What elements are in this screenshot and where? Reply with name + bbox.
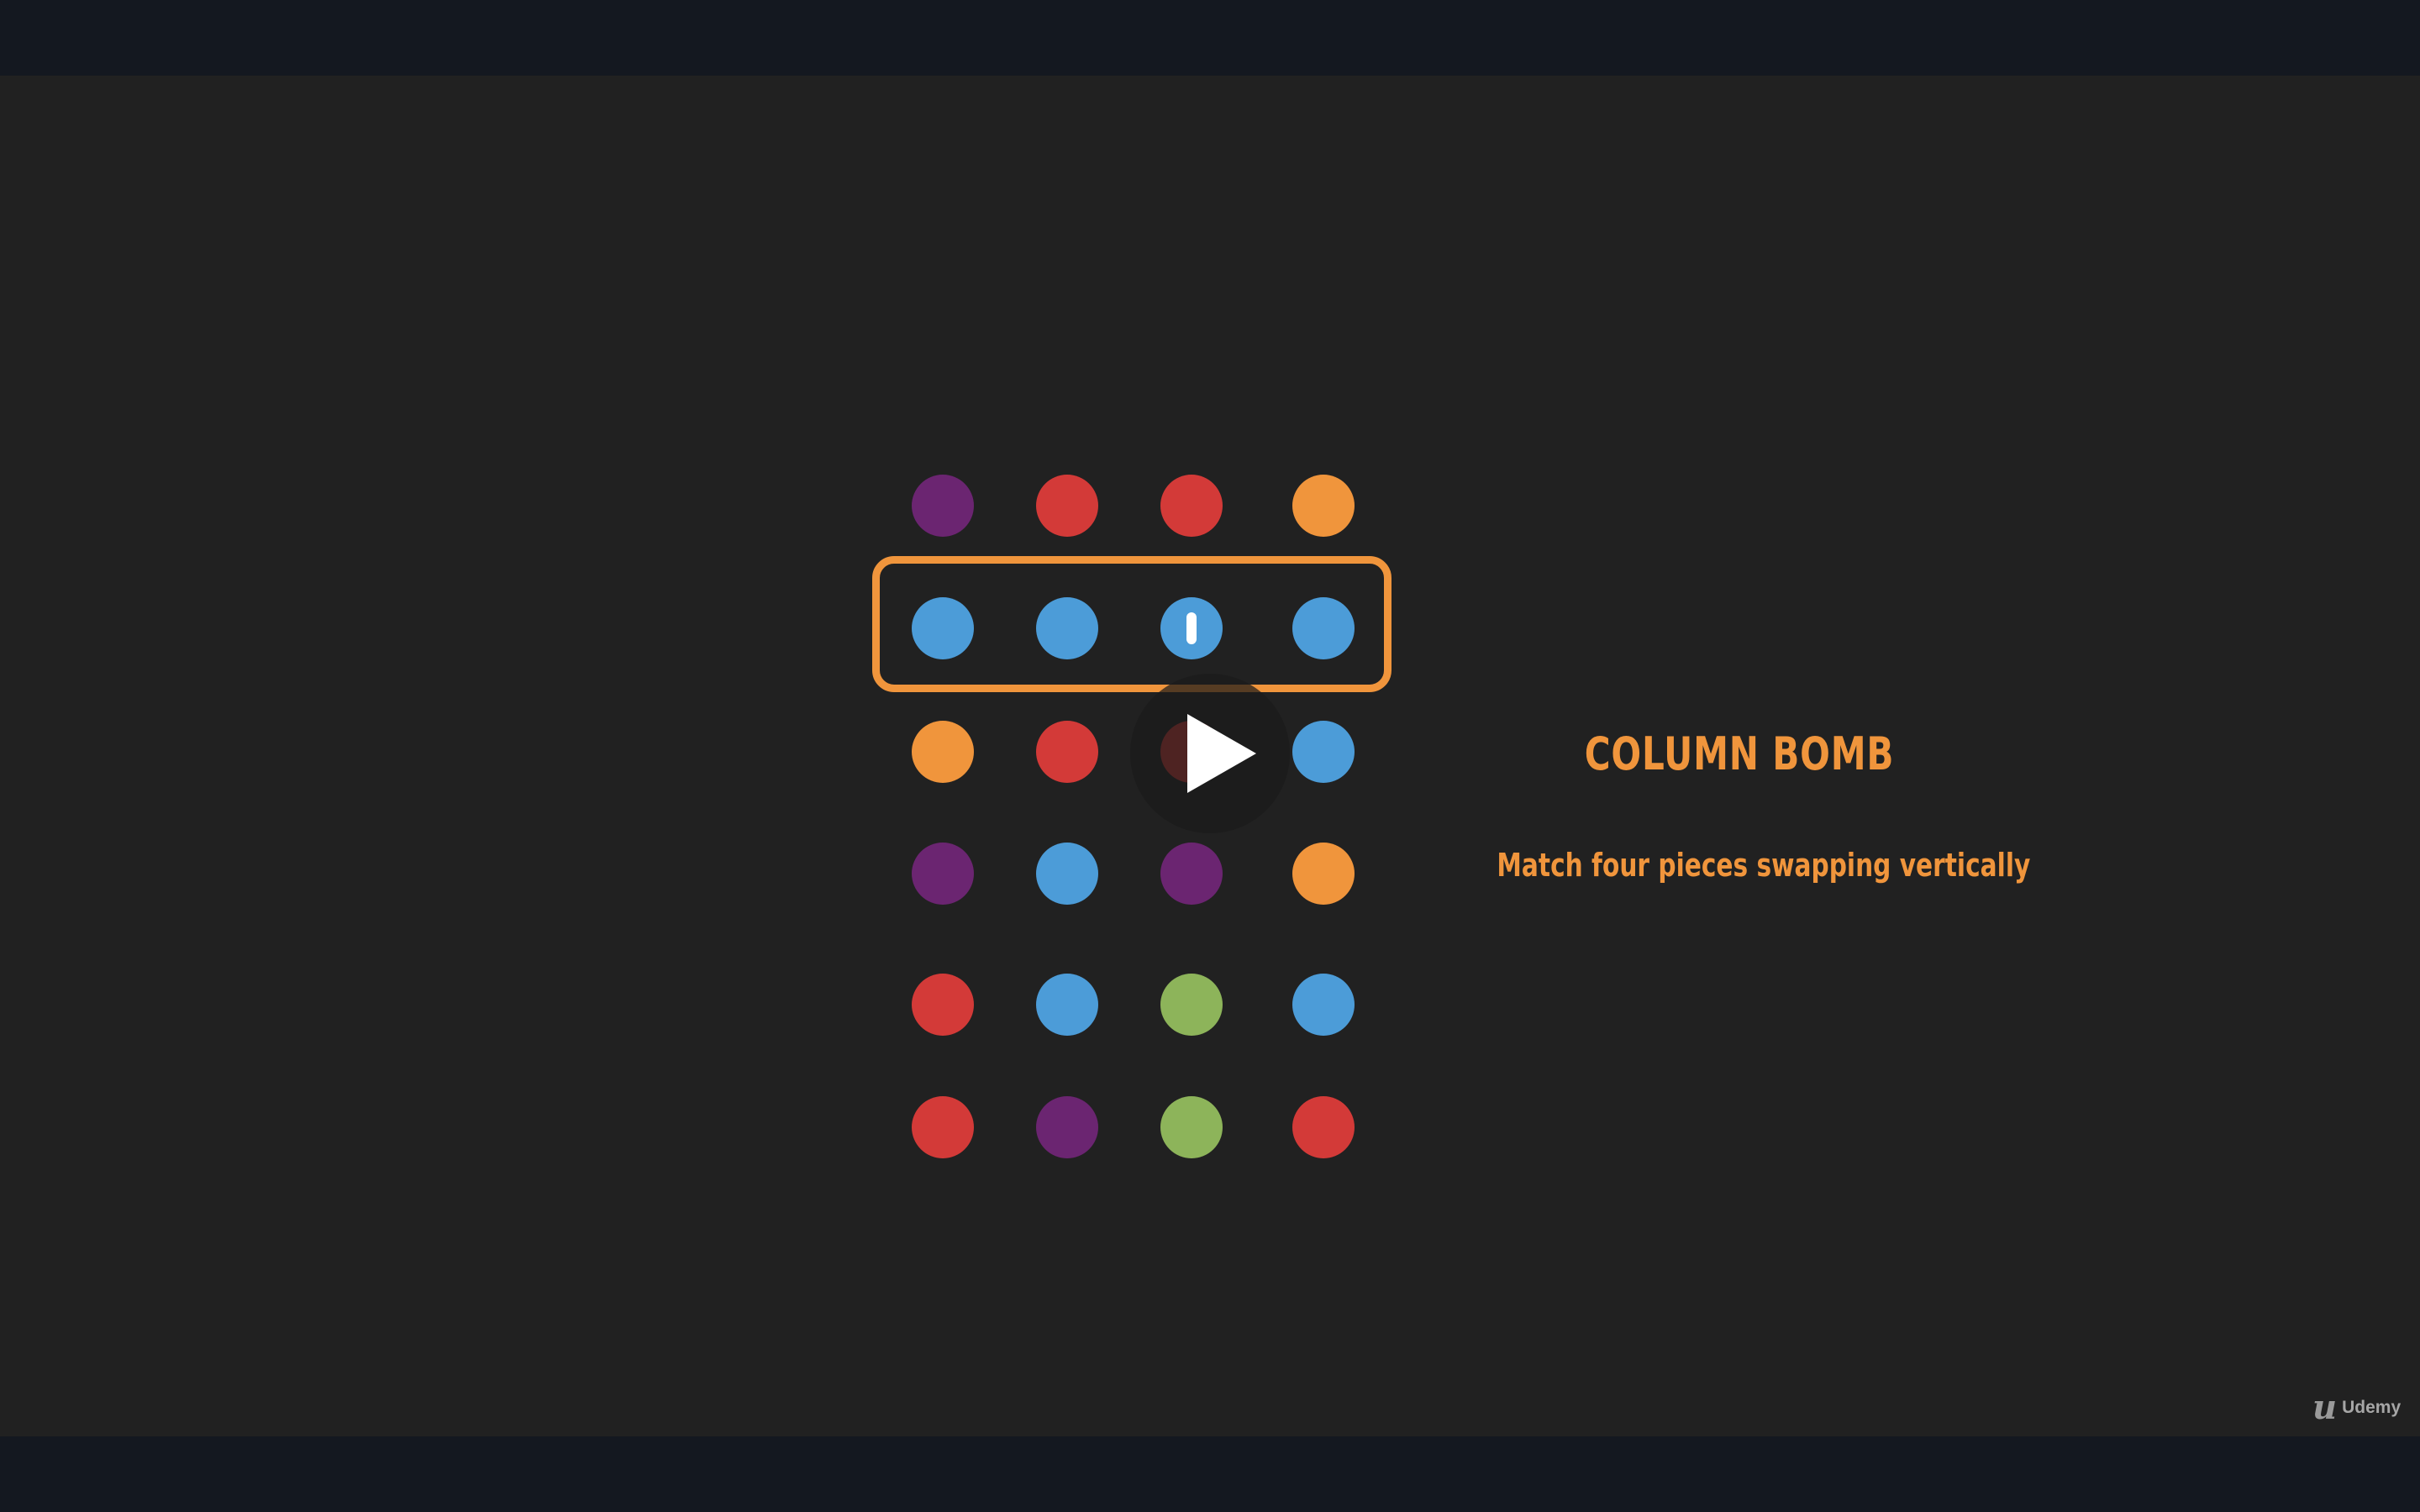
match-highlight-box [872,556,1392,692]
game-piece-blue [912,597,974,659]
play-icon [1187,714,1256,793]
game-piece-red [912,1096,974,1158]
video-frame[interactable]: COLUMN BOMB Match four pieces swapping v… [0,76,2420,1436]
game-piece-purple [912,475,974,537]
game-piece-red [1036,721,1098,783]
game-piece-orange [1292,843,1355,905]
slide-subtitle: Match four pieces swapping vertically [1497,847,2031,884]
udemy-wordmark: Udemy [2342,1398,2402,1417]
slide: COLUMN BOMB Match four pieces swapping v… [0,76,2420,1436]
udemy-logo-icon: u [2312,1388,2338,1427]
game-piece-red [1036,475,1098,537]
game-piece-blue [1036,843,1098,905]
game-piece-green [1160,974,1223,1036]
bottom-letterbox-bar [0,1436,2420,1512]
slide-title: COLUMN BOMB [1584,727,1895,780]
game-piece-red [1292,1096,1355,1158]
game-piece-green [1160,1096,1223,1158]
game-piece-blue [1292,721,1355,783]
game-piece-orange [1292,475,1355,537]
play-button[interactable] [1130,674,1290,833]
game-piece-purple [1160,843,1223,905]
game-piece-blue [1036,597,1098,659]
game-piece-red [912,974,974,1036]
swap-marker [1186,612,1197,644]
game-piece-purple [1036,1096,1098,1158]
game-piece-red [1160,475,1223,537]
game-piece-orange [912,721,974,783]
game-piece-blue [1036,974,1098,1036]
game-piece-blue [1292,974,1355,1036]
top-letterbox-bar [0,0,2420,76]
game-piece-blue [1292,597,1355,659]
udemy-watermark: u Udemy [2312,1391,2401,1425]
game-piece-purple [912,843,974,905]
